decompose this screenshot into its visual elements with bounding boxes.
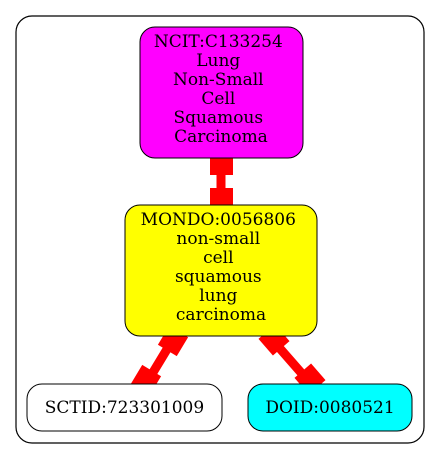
node-ncit-box (139, 26, 304, 159)
node-ncit-label: NCIT:C133254 Lung Non-Small Cell Squamou… (154, 32, 288, 147)
node-sctid[interactable]: SCTID:723301009 (26, 383, 223, 432)
node-mondo[interactable]: MONDO:0056806 non-small cell squamous lu… (124, 204, 318, 337)
node-mondo-label: MONDO:0056806 non-small cell squamous lu… (141, 210, 302, 325)
node-sctid-box (26, 383, 223, 432)
node-mondo-box (124, 204, 318, 337)
node-doid[interactable]: DOID:0080521 (247, 383, 413, 432)
node-ncit[interactable]: NCIT:C133254 Lung Non-Small Cell Squamou… (139, 26, 304, 159)
cluster-frame (15, 15, 425, 444)
node-sctid-label: SCTID:723301009 (45, 398, 204, 418)
node-doid-label: DOID:0080521 (265, 398, 394, 418)
edge-ncit-mondo (210, 153, 233, 210)
node-doid-box (247, 383, 413, 432)
